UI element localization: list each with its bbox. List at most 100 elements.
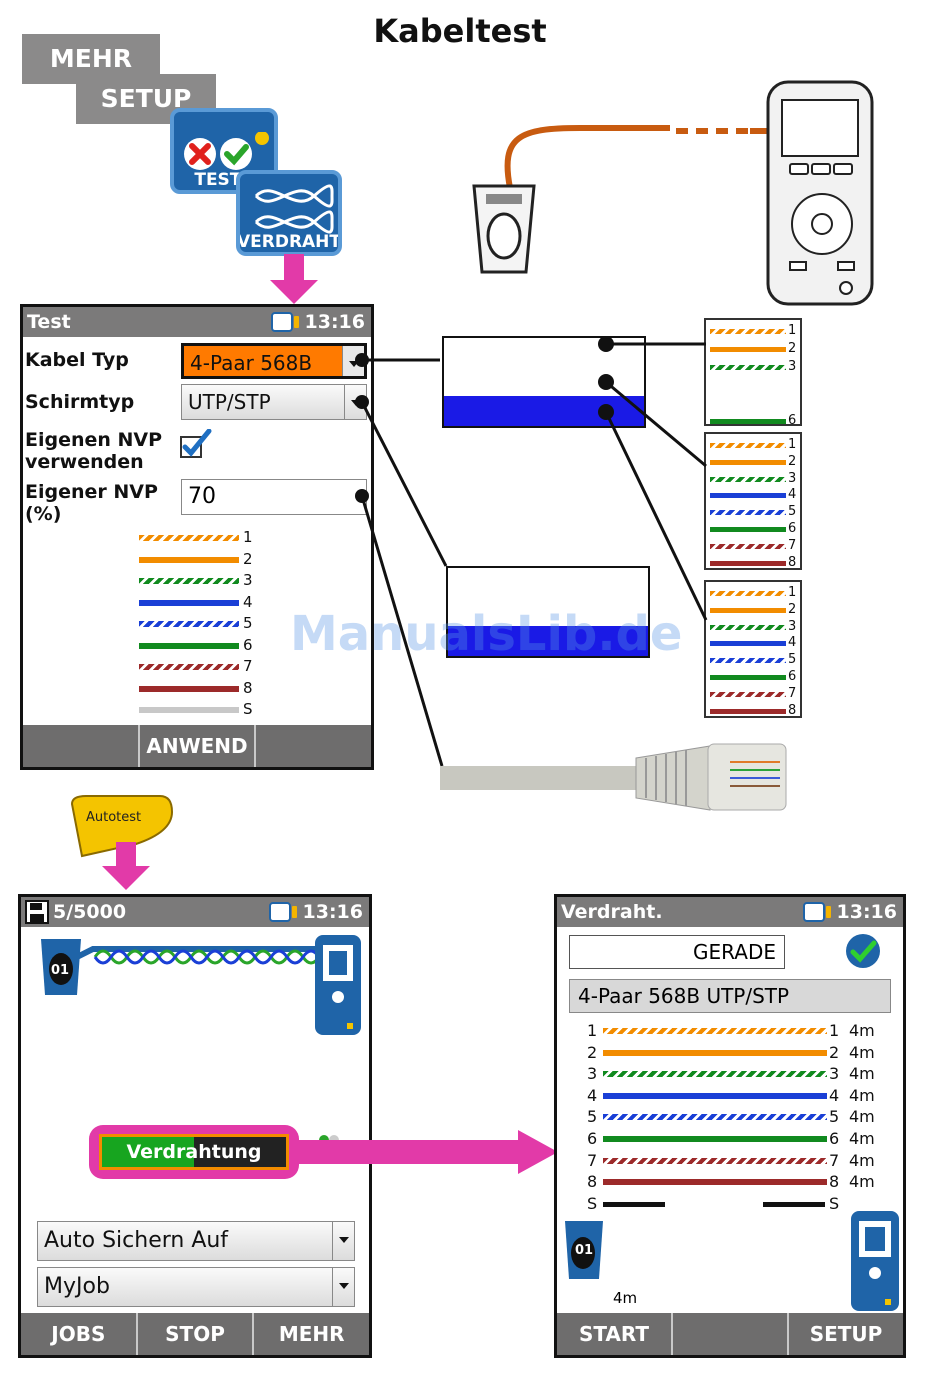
wire-line	[139, 642, 239, 649]
wiremap-tile-label: VERDRAHT	[236, 232, 342, 252]
softkey-setup[interactable]: SETUP	[809, 1322, 883, 1346]
run-softkeys: JOBS STOP MEHR	[21, 1313, 369, 1355]
wire-line	[710, 527, 786, 532]
autotest-screen: 5/5000 13:16 01 Verdrahtung Auto Sichern	[18, 894, 372, 1358]
schirmtyp-select[interactable]: UTP/STP	[181, 384, 367, 420]
auto-save-select[interactable]: Auto Sichern Auf	[37, 1221, 355, 1261]
wire-line	[139, 621, 239, 627]
wire-number-left: 1	[587, 1021, 598, 1040]
nvp-use-label: Eigenen NVP verwenden	[25, 429, 163, 473]
progress-fill	[102, 1137, 194, 1167]
softkey-2[interactable]	[673, 1313, 789, 1355]
setup-softkeys: ANWEND	[23, 725, 371, 767]
wire-number-right: 7	[829, 1150, 840, 1170]
wire-line	[139, 599, 239, 606]
wire-line	[139, 578, 239, 584]
down-arrow-icon	[102, 842, 150, 890]
kabel-typ-select[interactable]: 4-Paar 568B	[181, 343, 367, 379]
shield-type-bar	[448, 626, 648, 656]
wire-number-left: 2	[587, 1042, 598, 1062]
nvp-label: Eigener NVP (%)	[25, 481, 158, 525]
main-tester-icon	[766, 80, 874, 306]
softkey-anwend[interactable]: ANWEND	[140, 725, 257, 767]
wire-number: 7	[243, 657, 253, 675]
job-select[interactable]: MyJob	[37, 1267, 355, 1307]
softkey-mehr[interactable]: MEHR	[278, 1322, 345, 1346]
wiremap-tile[interactable]: VERDRAHT	[236, 170, 342, 256]
chevron-down-icon	[342, 346, 364, 376]
wire-number: 6	[243, 635, 253, 654]
wire-number: 4	[243, 592, 253, 611]
wire-line	[139, 707, 239, 713]
autotest-label: Autotest	[86, 810, 142, 825]
setup-screen: Test 13:16 Kabel Typ 4-Paar 568B Schirmt…	[20, 304, 374, 770]
wire-line	[603, 1157, 827, 1164]
wire-number-left: 7	[587, 1150, 598, 1170]
wire-line	[603, 1092, 827, 1099]
right-arrow-icon	[296, 1130, 558, 1174]
wire-line	[710, 658, 786, 664]
wire-number-left: 6	[587, 1129, 598, 1148]
wire-line	[710, 560, 786, 566]
wire-length: 4m	[849, 1085, 875, 1105]
main-tester-icon	[315, 935, 361, 1035]
wire-number-left: S	[587, 1193, 598, 1213]
wire-number: 3	[788, 618, 797, 634]
wire-number: 7	[788, 685, 797, 701]
wire-line	[710, 691, 786, 697]
wire-number-right: 2	[829, 1042, 840, 1062]
chevron-down-icon	[332, 1268, 354, 1306]
wire-number: 7	[788, 537, 797, 553]
wire-number: 3	[788, 359, 797, 374]
wire-number: 6	[788, 521, 797, 536]
tests-icon	[184, 132, 269, 170]
wire-length: 4m	[849, 1172, 875, 1192]
setup-screen-title: Test	[27, 311, 71, 333]
autotest-key[interactable]	[66, 792, 176, 860]
wire-number-left: 4	[587, 1085, 598, 1105]
wire-line	[710, 624, 786, 630]
wire-line	[710, 510, 786, 516]
wire-line	[710, 675, 786, 680]
result-softkeys: START SETUP	[557, 1313, 903, 1355]
wire-line	[603, 1114, 827, 1121]
wire-line	[710, 365, 786, 370]
wire-line	[710, 708, 786, 714]
result-screen-title: Verdraht.	[561, 901, 663, 923]
wire-line	[603, 1179, 827, 1186]
battery-icon	[271, 312, 299, 332]
wire-line	[710, 459, 786, 465]
softkey-start[interactable]: START	[557, 1313, 673, 1355]
softkey-stop[interactable]: STOP	[138, 1313, 255, 1355]
wire-number: 6	[788, 669, 797, 684]
remote-unit-icon	[565, 1221, 603, 1279]
battery-icon	[269, 902, 297, 922]
wire-line	[139, 685, 239, 692]
nvp-checkbox[interactable]	[179, 429, 213, 461]
save-icon	[25, 900, 49, 924]
softkey-1[interactable]	[23, 725, 140, 767]
wire-line	[710, 607, 786, 613]
callout-lines	[355, 336, 708, 767]
wire-number: 8	[788, 554, 797, 570]
remote-unit-icon	[41, 939, 81, 995]
wire-number: 8	[243, 678, 253, 697]
wire-number: 2	[243, 549, 253, 568]
clock: 13:16	[302, 901, 363, 923]
wire-number: 1	[788, 323, 797, 338]
wire-line	[603, 1049, 827, 1056]
wire-length: 4m	[849, 1107, 875, 1127]
table-row: 7 7 4m	[557, 1150, 903, 1172]
softkey-jobs[interactable]: JOBS	[21, 1313, 138, 1355]
result-titlebar: Verdraht. 13:16	[557, 897, 903, 927]
wire-number-right: 4	[829, 1085, 840, 1105]
wire-number: 4	[788, 487, 797, 503]
wire-number: 8	[788, 702, 797, 718]
wire-length: 4m	[849, 1150, 875, 1170]
